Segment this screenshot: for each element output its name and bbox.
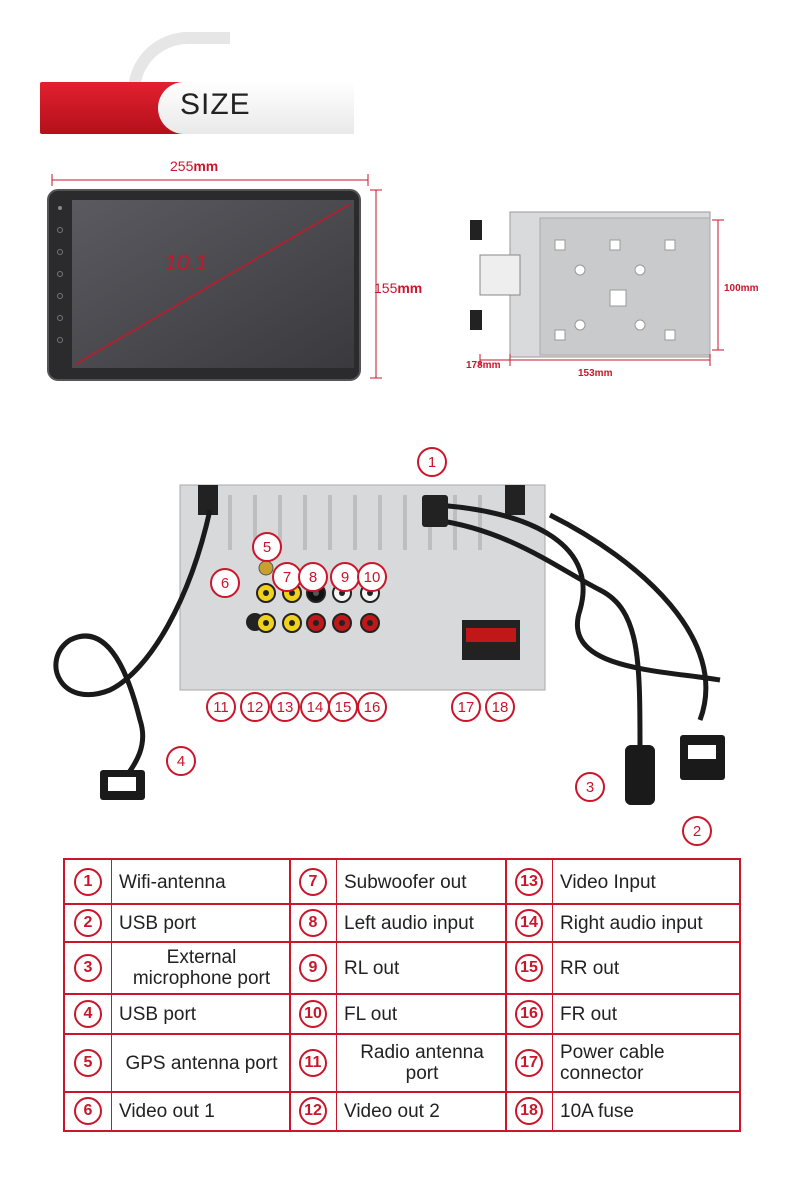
legend-label-2: USB port xyxy=(119,912,197,934)
legend-number-badge: 13 xyxy=(515,868,543,896)
legend-number-divider xyxy=(111,860,112,1130)
callout-13: 13 xyxy=(270,692,300,722)
legend-number-12: 12 xyxy=(290,1092,336,1130)
legend-number-badge: 4 xyxy=(74,1000,102,1028)
legend-number-badge: 15 xyxy=(515,954,543,982)
callout-11: 11 xyxy=(206,692,236,722)
legend-label-9: RL out xyxy=(344,957,400,979)
legend-row-divider xyxy=(65,941,739,943)
legend-number-badge: 14 xyxy=(515,909,543,937)
back-width-label: 153mm xyxy=(578,368,613,379)
screen-front-diagram xyxy=(47,174,382,381)
legend-label-13: Video Input xyxy=(560,871,656,893)
legend-row-divider xyxy=(65,993,739,995)
legend-label-1: Wifi-antenna xyxy=(119,871,226,893)
legend-number-13: 13 xyxy=(506,860,552,904)
legend-number-8: 8 xyxy=(290,904,336,942)
legend-label-18: 10A fuse xyxy=(560,1100,634,1122)
legend-number-6: 6 xyxy=(65,1092,111,1130)
legend-number-badge: 12 xyxy=(299,1097,327,1125)
screen-height-label: 155mm xyxy=(374,280,423,296)
legend-label-3: External microphone port xyxy=(132,947,271,989)
legend-number-badge: 8 xyxy=(299,909,327,937)
legend-number-badge: 1 xyxy=(74,868,102,896)
callout-16: 16 xyxy=(357,692,387,722)
back-depth-label: 178mm xyxy=(466,360,501,371)
legend-number-badge: 18 xyxy=(515,1097,543,1125)
legend-label-5: GPS antenna port xyxy=(125,1052,278,1074)
legend-label-8: Left audio input xyxy=(344,912,474,934)
callout-3: 3 xyxy=(575,772,605,802)
legend-number-9: 9 xyxy=(290,942,336,994)
legend-column-divider xyxy=(505,860,507,1130)
legend-number-15: 15 xyxy=(506,942,552,994)
callout-4: 4 xyxy=(166,746,196,776)
legend-label-7: Subwoofer out xyxy=(344,871,467,893)
legend-row-divider xyxy=(65,903,739,905)
legend-label-15: RR out xyxy=(560,957,620,979)
callout-6: 6 xyxy=(210,568,240,598)
legend-number-10: 10 xyxy=(290,994,336,1034)
legend-label-16: FR out xyxy=(560,1003,618,1025)
rear-panel-diagram xyxy=(53,484,725,805)
size-banner: SIZE xyxy=(40,32,354,134)
legend-number-3: 3 xyxy=(65,942,111,994)
legend-label-6: Video out 1 xyxy=(119,1100,215,1122)
legend-number-badge: 3 xyxy=(74,954,102,982)
legend-number-badge: 11 xyxy=(299,1049,327,1077)
legend-number-badge: 5 xyxy=(74,1049,102,1077)
legend-number-badge: 9 xyxy=(299,954,327,982)
callout-7: 7 xyxy=(272,562,302,592)
legend-label-17: Power cable connector xyxy=(560,1042,665,1084)
legend-number-4: 4 xyxy=(65,994,111,1034)
callout-18: 18 xyxy=(485,692,515,722)
legend-number-badge: 17 xyxy=(515,1049,543,1077)
legend-label-4: USB port xyxy=(119,1003,197,1025)
legend-number-17: 17 xyxy=(506,1034,552,1092)
legend-number-badge: 16 xyxy=(515,1000,543,1028)
legend-number-badge: 2 xyxy=(74,909,102,937)
legend-label-14: Right audio input xyxy=(560,912,703,934)
legend-number-divider xyxy=(336,860,337,1130)
callout-9: 9 xyxy=(330,562,360,592)
legend-number-2: 2 xyxy=(65,904,111,942)
legend-number-5: 5 xyxy=(65,1034,111,1092)
legend-label-10: FL out xyxy=(344,1003,398,1025)
callout-8: 8 xyxy=(298,562,328,592)
legend-label-11: Radio antenna port xyxy=(360,1042,484,1084)
callout-14: 14 xyxy=(300,692,330,722)
screen-width-label: 255mm xyxy=(170,158,219,174)
callout-10: 10 xyxy=(357,562,387,592)
back-height-label: 100mm xyxy=(724,283,759,294)
legend-number-badge: 6 xyxy=(74,1097,102,1125)
callout-2: 2 xyxy=(682,816,712,846)
size-title: SIZE xyxy=(180,88,251,121)
legend-number-divider xyxy=(552,860,553,1130)
legend-number-11: 11 xyxy=(290,1034,336,1092)
port-legend-table: 1 Wifi-antenna 7 Subwoofer out 13 Video Input… xyxy=(63,858,741,1132)
legend-number-badge: 7 xyxy=(299,868,327,896)
callout-5: 5 xyxy=(252,532,282,562)
chassis-back-diagram xyxy=(470,211,724,366)
screen-diagonal-label: 10.1 xyxy=(163,250,210,275)
legend-number-7: 7 xyxy=(290,860,336,904)
legend-column-divider xyxy=(289,860,291,1130)
legend-row-divider xyxy=(65,1091,739,1093)
legend-number-1: 1 xyxy=(65,860,111,904)
callout-15: 15 xyxy=(328,692,358,722)
legend-number-16: 16 xyxy=(506,994,552,1034)
legend-row-divider xyxy=(65,1033,739,1035)
callout-1: 1 xyxy=(417,447,447,477)
legend-number-14: 14 xyxy=(506,904,552,942)
callout-17: 17 xyxy=(451,692,481,722)
legend-label-12: Video out 2 xyxy=(344,1100,440,1122)
legend-number-18: 18 xyxy=(506,1092,552,1130)
callout-12: 12 xyxy=(240,692,270,722)
legend-number-badge: 10 xyxy=(299,1000,327,1028)
